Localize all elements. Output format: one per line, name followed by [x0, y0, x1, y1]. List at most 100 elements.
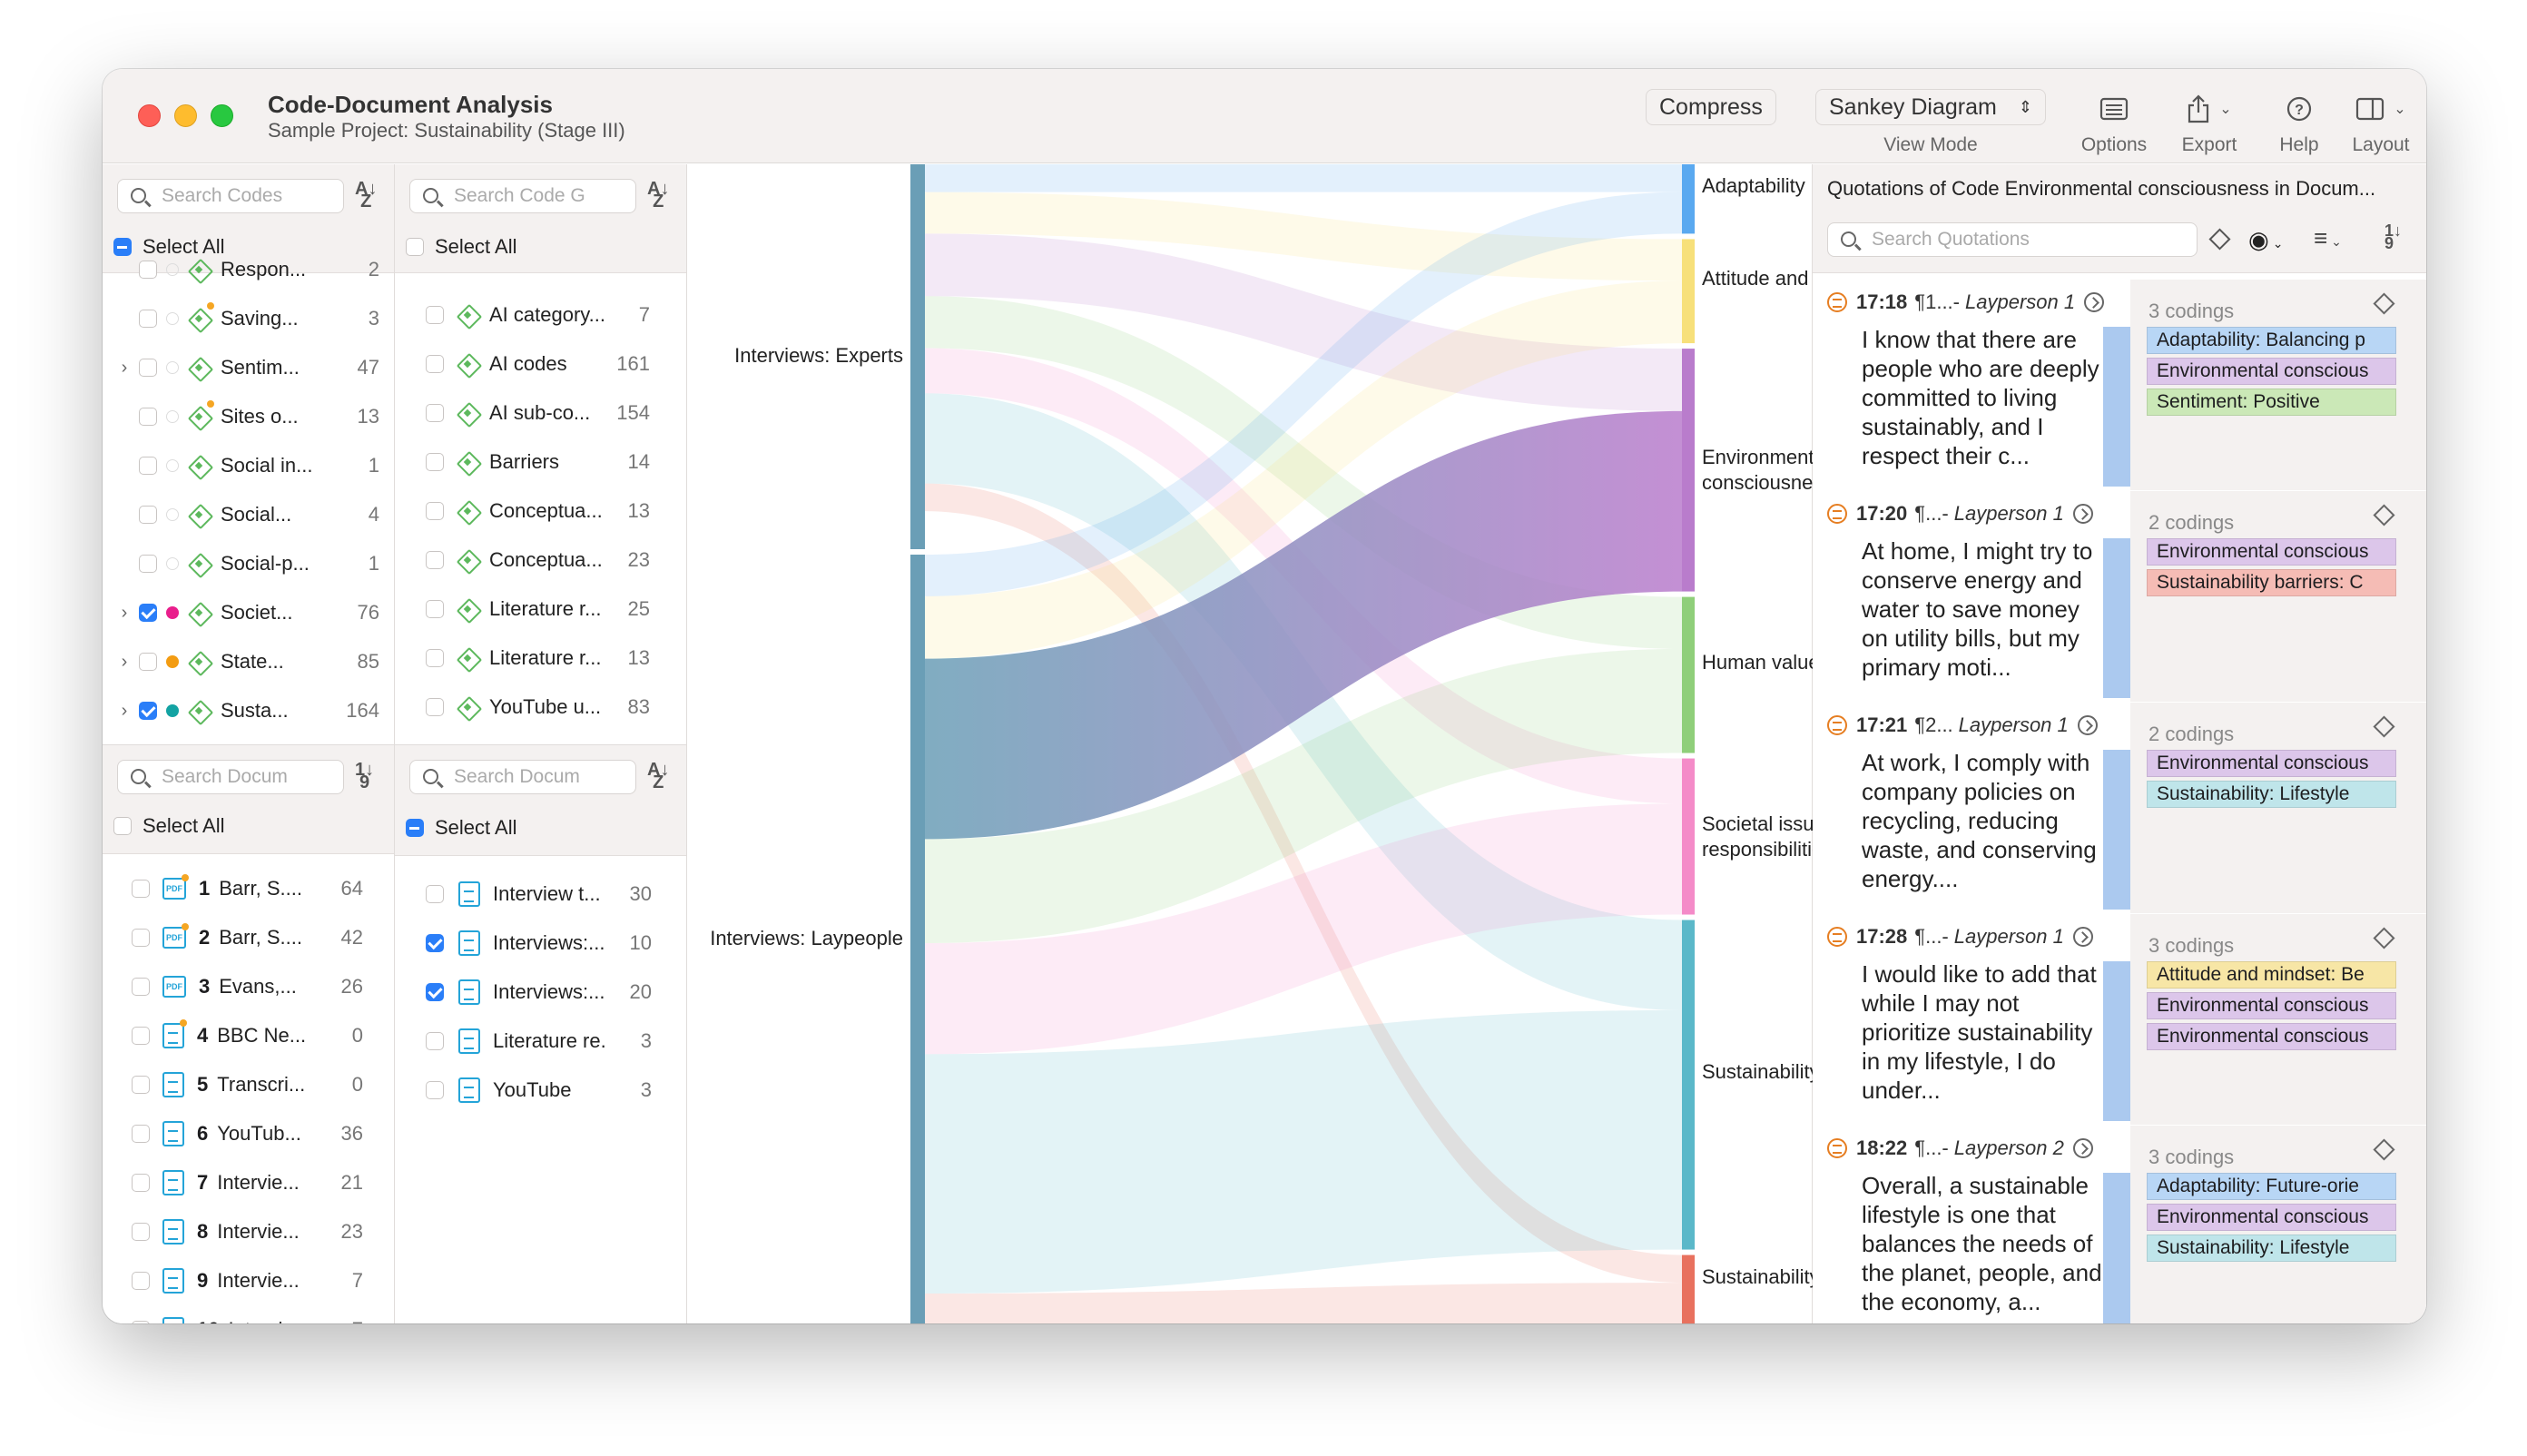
quotation-item[interactable]: 17:18 ¶1...- Layperson 1 I know that the…: [1813, 280, 2426, 490]
document-row[interactable]: 10 Intervie... 7: [103, 1308, 394, 1323]
document-row[interactable]: 4 BBC Ne... 0: [103, 1014, 394, 1058]
code-group-checkbox[interactable]: [426, 600, 444, 618]
go-to-quotation-icon[interactable]: [2072, 1138, 2093, 1158]
sankey-source-node[interactable]: [910, 555, 925, 1323]
coding-chip[interactable]: Environmental conscious: [2147, 1023, 2396, 1050]
coding-chip[interactable]: Attitude and mindset: Be: [2147, 961, 2396, 989]
code-checkbox[interactable]: [139, 408, 157, 426]
document-checkbox[interactable]: [132, 1223, 150, 1241]
search-document-groups-input[interactable]: Search Docum: [409, 760, 636, 794]
code-row[interactable]: › Susta... 164: [103, 689, 394, 733]
compress-button[interactable]: Compress: [1646, 89, 1776, 125]
code-checkbox[interactable]: [139, 310, 157, 328]
coding-chip[interactable]: Sustainability: Lifestyle: [2147, 1235, 2396, 1262]
sankey-link[interactable]: [925, 280, 1682, 659]
code-groups-select-all[interactable]: Select All: [406, 235, 517, 259]
chevron-right-icon[interactable]: ›: [121, 602, 128, 623]
code-row[interactable]: Social... 4: [103, 493, 394, 536]
sankey-link[interactable]: [925, 410, 1682, 840]
search-documents-input[interactable]: Search Docum: [117, 760, 344, 794]
code-row[interactable]: Social in... 1: [103, 444, 394, 487]
coding-chip[interactable]: Adaptability: Balancing p: [2147, 327, 2396, 354]
sankey-target-node[interactable]: [1682, 1254, 1695, 1323]
sankey-target-node[interactable]: [1682, 758, 1695, 915]
go-to-quotation-icon[interactable]: [2072, 504, 2093, 524]
code-group-row[interactable]: Literature r... 13: [395, 636, 686, 680]
document-group-checkbox[interactable]: [426, 934, 444, 952]
layout-button[interactable]: ⌄: [2340, 91, 2422, 127]
document-checkbox[interactable]: [132, 978, 150, 996]
sankey-target-node[interactable]: [1682, 920, 1695, 1250]
code-checkbox[interactable]: [139, 506, 157, 524]
coding-chip[interactable]: Adaptability: Future-orie: [2147, 1173, 2396, 1200]
code-group-row[interactable]: Conceptua... 23: [395, 538, 686, 582]
list-options-icon[interactable]: ≡⌄: [2314, 224, 2342, 251]
document-group-row[interactable]: Interviews:... 10: [395, 921, 686, 965]
chevron-right-icon[interactable]: ›: [121, 700, 128, 721]
document-row[interactable]: 8 Intervie... 23: [103, 1210, 394, 1254]
sort-codes-button[interactable]: A↓Z: [355, 180, 377, 211]
go-to-quotation-icon[interactable]: [2072, 927, 2093, 947]
sankey-target-node[interactable]: [1682, 164, 1695, 234]
zoom-window-button[interactable]: [211, 104, 233, 127]
search-code-groups-input[interactable]: Search Code G: [409, 179, 636, 213]
document-group-row[interactable]: Interviews:... 20: [395, 970, 686, 1014]
code-group-checkbox[interactable]: [426, 502, 444, 520]
code-group-checkbox[interactable]: [426, 404, 444, 422]
coding-chip[interactable]: Environmental conscious: [2147, 538, 2396, 566]
coding-chip[interactable]: Environmental conscious: [2147, 1204, 2396, 1231]
code-row[interactable]: Saving... 3: [103, 297, 394, 340]
view-mode-select[interactable]: Sankey Diagram ⇕: [1815, 89, 2046, 125]
quotation-item[interactable]: 17:20 ¶...- Layperson 1 At home, I might…: [1813, 491, 2426, 702]
document-row[interactable]: PDF 1 Barr, S.... 64: [103, 867, 394, 910]
sankey-link[interactable]: [925, 192, 1682, 596]
sankey-link[interactable]: [925, 483, 1682, 1284]
code-row[interactable]: › Societ... 76: [103, 591, 394, 635]
code-groups-select-all-checkbox[interactable]: [406, 238, 424, 256]
quotation-item[interactable]: 17:21 ¶2... Layperson 1 At work, I compl…: [1813, 703, 2426, 913]
export-button[interactable]: ⌄: [2168, 91, 2250, 127]
code-checkbox[interactable]: [139, 604, 157, 622]
document-checkbox[interactable]: [132, 1076, 150, 1094]
document-row[interactable]: PDF 3 Evans,... 26: [103, 965, 394, 1008]
document-row[interactable]: 6 YouTub... 36: [103, 1112, 394, 1156]
document-row[interactable]: PDF 2 Barr, S.... 42: [103, 916, 394, 959]
sankey-target-node[interactable]: [1682, 349, 1695, 592]
code-checkbox[interactable]: [139, 457, 157, 475]
sankey-link[interactable]: [925, 1283, 1682, 1323]
document-group-checkbox[interactable]: [426, 885, 444, 903]
panel-divider[interactable]: [394, 164, 395, 1323]
sort-document-groups-button[interactable]: A↓Z: [647, 761, 669, 792]
sankey-target-node[interactable]: [1682, 239, 1695, 344]
sankey-target-node[interactable]: [1682, 596, 1695, 753]
codes-select-all-checkbox[interactable]: [113, 238, 132, 256]
sankey-link[interactable]: [925, 192, 1682, 281]
code-group-checkbox[interactable]: [426, 306, 444, 324]
code-group-checkbox[interactable]: [426, 355, 444, 373]
document-checkbox[interactable]: [132, 1174, 150, 1192]
document-checkbox[interactable]: [132, 1027, 150, 1045]
code-row[interactable]: › Sentim... 47: [103, 346, 394, 389]
document-group-checkbox[interactable]: [426, 1032, 444, 1050]
code-group-checkbox[interactable]: [426, 649, 444, 667]
code-row[interactable]: Respon... 2: [103, 248, 394, 291]
document-checkbox[interactable]: [132, 929, 150, 947]
document-group-row[interactable]: YouTube 3: [395, 1068, 686, 1112]
chevron-right-icon[interactable]: ›: [121, 651, 128, 672]
coding-chip[interactable]: Environmental conscious: [2147, 358, 2396, 385]
sankey-link[interactable]: [925, 1009, 1682, 1294]
document-group-checkbox[interactable]: [426, 1081, 444, 1099]
code-checkbox[interactable]: [139, 653, 157, 671]
document-group-row[interactable]: Literature re... 3: [395, 1019, 686, 1063]
code-group-row[interactable]: Conceptua... 13: [395, 489, 686, 533]
coding-chip[interactable]: Sustainability: Lifestyle: [2147, 781, 2396, 808]
code-checkbox[interactable]: [139, 359, 157, 377]
code-group-row[interactable]: AI sub-co... 154: [395, 391, 686, 435]
sankey-source-node[interactable]: [910, 164, 925, 549]
quotation-item[interactable]: 17:28 ¶...- Layperson 1 I would like to …: [1813, 914, 2426, 1125]
go-to-quotation-icon[interactable]: [2084, 292, 2105, 312]
code-filter-diamond-icon[interactable]: [2208, 228, 2231, 251]
sankey-link[interactable]: [925, 164, 1682, 192]
search-quotations-input[interactable]: Search Quotations: [1827, 222, 2198, 257]
sort-code-groups-button[interactable]: A↓Z: [647, 180, 669, 211]
